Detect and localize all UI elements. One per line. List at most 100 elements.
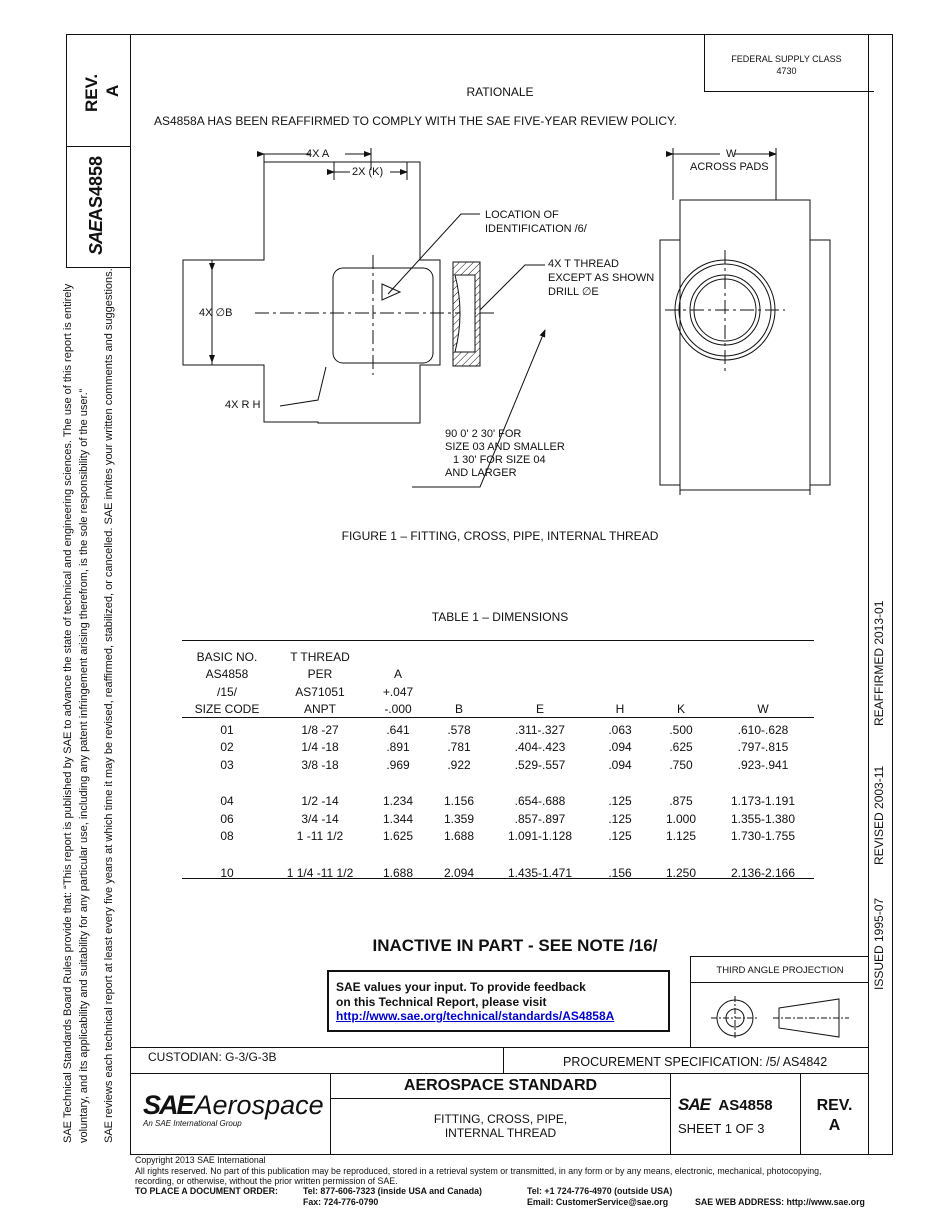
feedback-link[interactable]: http://www.sae.org/technical/standards/A…: [336, 1009, 615, 1023]
label-angle-3: 1 30' FOR SIZE 04: [453, 454, 546, 466]
document-title-1: FITTING, CROSS, PIPE,: [433, 1112, 568, 1126]
label-location-2: IDENTIFICATION /6/: [485, 223, 587, 235]
table-cell: .094: [608, 740, 632, 755]
table-cell: 03: [220, 757, 234, 772]
table-cell: .781: [447, 740, 471, 755]
footer: Copyright 2013 SAE International All rig…: [135, 1155, 935, 1187]
label-angle: 90 0' 2 30' FOR SIZE 03 AND SMALLER 1 30…: [445, 428, 565, 480]
table-cell: .063: [608, 722, 632, 737]
table-cell: SIZE CODE: [194, 702, 260, 717]
footer-copyright: Copyright 2013 SAE International: [135, 1155, 266, 1165]
title-subrule: [330, 1098, 670, 1099]
table-cell: E: [535, 702, 544, 717]
table-cell: [712, 666, 814, 684]
footer-tel-outside: Tel: +1 724-776-4970 (outside USA): [527, 1186, 673, 1196]
custodian-top-rule: [130, 1047, 869, 1048]
sae-aerospace-logo: SAEAerospace An SAE International Group: [143, 1090, 324, 1128]
figure-drawing: [182, 148, 831, 495]
table-header-row: /15/AS71051+.047: [182, 683, 814, 701]
table-cell: 04: [220, 794, 234, 809]
table-cell: K: [676, 702, 685, 717]
table-cell: .125: [608, 811, 632, 826]
label-thread-3: DRILL ∅E: [548, 286, 599, 298]
sae-logo-doc: SAE: [678, 1095, 711, 1114]
table-cell: 1.730-1.755: [730, 829, 796, 844]
table-cell: [590, 648, 650, 666]
frame-right-outer: [892, 34, 893, 1154]
table-cell: 3/8 -18: [301, 757, 339, 772]
title-divider-2: [670, 1073, 671, 1154]
table-cell: [650, 648, 712, 666]
footer-order-label: TO PLACE A DOCUMENT ORDER:: [135, 1186, 278, 1196]
table-cell: 1.355-1.380: [730, 811, 796, 826]
table-cell: -.000: [384, 702, 412, 717]
rev-tab-label: REV.: [82, 73, 101, 112]
table-spacer: [182, 845, 814, 864]
table-cell: 1.344: [382, 811, 414, 826]
projection-divider: [691, 982, 869, 983]
table-cell: [368, 648, 428, 666]
table-cell: 1.173-1.191: [730, 794, 796, 809]
table-cell: [490, 648, 590, 666]
table-cell: 1/4 -18: [301, 740, 339, 755]
rationale-heading: RATIONALE: [466, 85, 534, 99]
table-cell: 1.091-1.128: [507, 829, 573, 844]
table-cell: 06: [220, 811, 234, 826]
table-cell: .641: [386, 722, 410, 737]
table-cell: 2.094: [443, 865, 475, 880]
table-cell: .922: [447, 757, 471, 772]
table-cell: 1.234: [382, 794, 414, 809]
footer-web: SAE WEB ADDRESS: http://www.sae.org: [695, 1197, 865, 1207]
rationale-text: AS4858A HAS BEEN REAFFIRMED TO COMPLY WI…: [154, 114, 677, 128]
titleblock-top-rule: [130, 1073, 869, 1074]
table-cell: A: [393, 667, 402, 682]
custodian: CUSTODIAN: G-3/G-3B: [148, 1050, 277, 1064]
table-spacer: [182, 774, 814, 793]
aerospace-wordmark: Aerospace: [194, 1090, 324, 1120]
table-cell: PER: [307, 667, 333, 682]
table-cell: 1 1/4 -11 1/2: [286, 865, 354, 880]
rev-tab-value: A: [103, 84, 122, 97]
title-rev-value: A: [828, 1117, 841, 1134]
label-location-1: LOCATION OF: [485, 209, 559, 221]
feedback-text-2: on this Technical Report, please visit: [336, 994, 547, 1009]
table-cell: .969: [386, 757, 410, 772]
aerospace-standard-heading: AEROSPACE STANDARD: [403, 1077, 598, 1094]
left-tab-divider-1: [66, 146, 131, 147]
document-title-2: INTERNAL THREAD: [444, 1126, 557, 1140]
footer-fax: Fax: 724-776-0790: [303, 1197, 379, 1207]
doc-tab: SAEAS4858: [86, 156, 107, 255]
sae-logo-small: SAE: [86, 220, 106, 255]
table-cell: 1.250: [665, 865, 697, 880]
table-cell: .529-.557: [514, 757, 566, 772]
table-cell: .311-.327: [515, 722, 565, 737]
table-cell: .125: [608, 829, 632, 844]
table-cell: /15/: [216, 684, 237, 699]
table-cell: 1.625: [382, 829, 414, 844]
table-cell: .578: [447, 722, 471, 737]
label-thread-1: 4X T THREAD: [548, 258, 619, 270]
sheet-number: SHEET 1 OF 3: [678, 1121, 765, 1136]
table-cell: 1.359: [443, 811, 475, 826]
title-rev: REV. A: [801, 1096, 868, 1136]
label-angle-1: 90 0' 2 30' FOR: [445, 428, 522, 440]
table-cell: [650, 666, 712, 684]
doc-tab-number: AS4858: [86, 155, 106, 221]
table-cell: .891: [386, 740, 410, 755]
inactive-note: INACTIVE IN PART - SEE NOTE /16/: [372, 936, 658, 955]
table-top-rule: [182, 640, 814, 641]
left-tab-divider-2: [66, 267, 131, 268]
label-angle-4: AND LARGER: [445, 467, 517, 479]
margin-note-line2: voluntary, and its applicability and sui…: [78, 388, 90, 1143]
label-thread: 4X T THREAD EXCEPT AS SHOWN DRILL ∅E: [548, 257, 654, 299]
footer-rights-1: All rights reserved. No part of this pub…: [135, 1165, 822, 1176]
footer-tel-inside: Tel: 877-606-7323 (inside USA and Canada…: [303, 1186, 482, 1196]
table-cell: .857-.897: [514, 811, 566, 826]
table-cell: B: [454, 702, 463, 717]
table-cell: 10: [220, 865, 234, 880]
margin-note-line1: SAE Technical Standards Board Rules prov…: [62, 283, 74, 1143]
table-cell: 3/4 -14: [301, 811, 339, 826]
